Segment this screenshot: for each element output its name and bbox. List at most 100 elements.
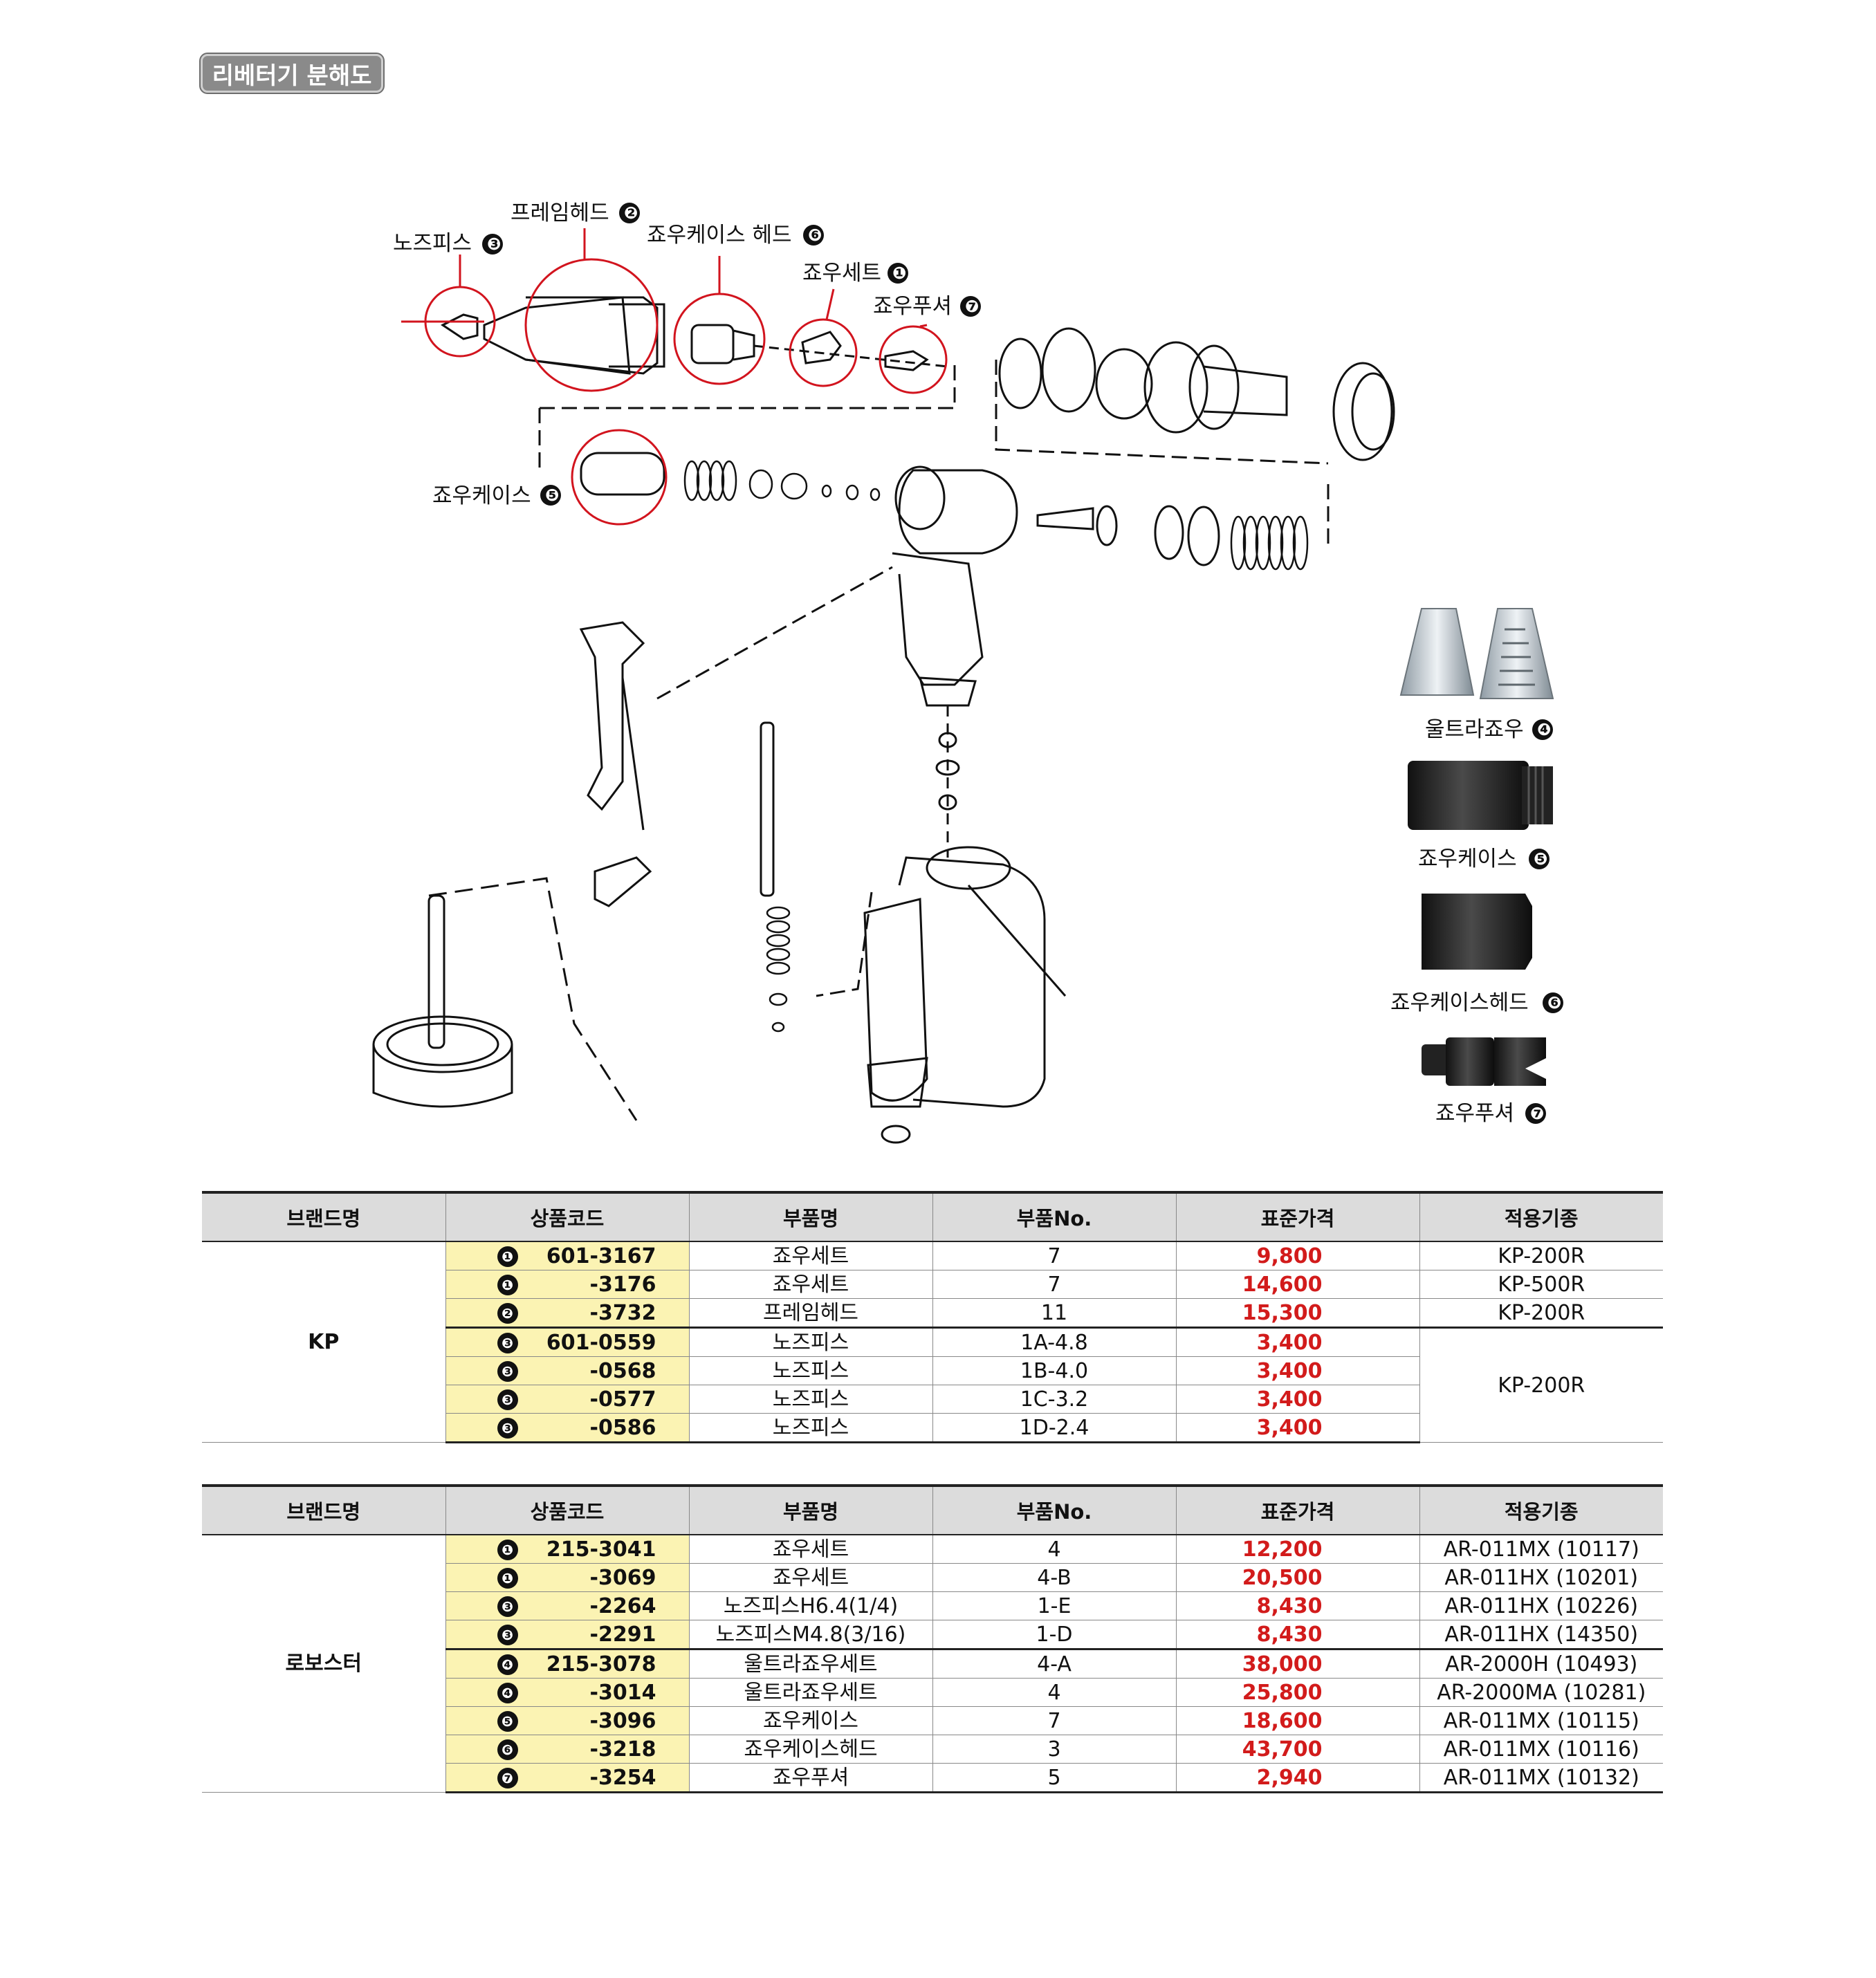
photo-label-jaw-case-head: 죠우케이스헤드 — [1390, 990, 1529, 1015]
header-part-name: 부품명 — [688, 1191, 933, 1242]
header-part-no: 부품No. — [932, 1484, 1177, 1535]
part-cell: 죠우세트 — [688, 1270, 933, 1299]
header-code: 상품코드 — [445, 1191, 690, 1242]
page-title: 리베터기 분해도 — [201, 54, 383, 93]
photo-marker-5-icon: ❺ — [1534, 849, 1547, 869]
part-cell: 프레임헤드 — [688, 1298, 933, 1328]
price-cell: 14,600 — [1175, 1270, 1420, 1299]
model-cell: AR-2000MA (10281) — [1419, 1678, 1663, 1707]
marker-icon: ❸ — [497, 1360, 518, 1382]
exploded-view-diagram: 노즈피스 ❸ 프레임헤드 ❷ 죠우케이스 헤드 ❻ 죠우세트 ❶ 죠우푸셔 ❼ … — [372, 201, 1563, 1144]
marker-6-icon: ❻ — [808, 225, 822, 245]
marker-icon: ❶ — [497, 1246, 518, 1267]
table-row: ❹-3014 울트라죠우세트 4 25,800 AR-2000MA (10281… — [202, 1678, 1663, 1707]
table-header-row: 브랜드명 상품코드 부품명 부품No. 표준가격 적용기종 — [202, 1484, 1663, 1535]
price-cell: 2,940 — [1175, 1763, 1420, 1793]
marker-3-icon: ❸ — [487, 234, 501, 254]
model-cell: AR-011MX (10116) — [1419, 1735, 1663, 1764]
part-cell: 노즈피스 — [688, 1385, 933, 1414]
marker-icon: ❺ — [497, 1710, 518, 1732]
marker-icon: ❸ — [497, 1417, 518, 1439]
part-cell: 노즈피스 — [688, 1327, 933, 1357]
marker-icon: ❹ — [497, 1682, 518, 1703]
model-cell: AR-011MX (10132) — [1419, 1763, 1663, 1793]
header-code: 상품코드 — [445, 1484, 690, 1535]
photo-marker-7-icon: ❼ — [1530, 1104, 1544, 1123]
header-brand: 브랜드명 — [202, 1191, 446, 1242]
header-model: 적용기종 — [1419, 1484, 1663, 1535]
part-no-cell: 1B-4.0 — [932, 1356, 1177, 1385]
header-part-name: 부품명 — [688, 1484, 933, 1535]
photo-label-jaw-pusher: 죠우푸셔 — [1435, 1101, 1514, 1126]
part-no-cell: 3 — [932, 1735, 1177, 1764]
table-header-row: 브랜드명 상품코드 부품명 부품No. 표준가격 적용기종 — [202, 1191, 1663, 1242]
price-cell: 12,200 — [1175, 1534, 1420, 1564]
photo-ultra-jaw — [1399, 608, 1554, 699]
marker-icon: ❸ — [497, 1624, 518, 1645]
model-cell: KP-500R — [1419, 1270, 1663, 1299]
part-cell: 죠우세트 — [688, 1563, 933, 1592]
photo-marker-4-icon: ❹ — [1537, 720, 1551, 739]
table-row: ❶-3069 죠우세트 4-B 20,500 AR-011HX (10201) — [202, 1563, 1663, 1592]
marker-icon: ❻ — [497, 1739, 518, 1760]
code-cell: ❺-3096 — [445, 1706, 690, 1735]
part-no-cell: 7 — [932, 1241, 1177, 1270]
part-no-cell: 1D-2.4 — [932, 1413, 1177, 1443]
marker-7-icon: ❼ — [965, 297, 979, 316]
code-cell: ❶-3069 — [445, 1563, 690, 1592]
price-cell: 3,400 — [1175, 1356, 1420, 1385]
code-cell: ❸-0577 — [445, 1385, 690, 1414]
photo-jaw-case-head — [1422, 894, 1532, 970]
marker-icon: ❶ — [497, 1567, 518, 1589]
label-jaw-case: 죠우케이스 — [432, 483, 531, 508]
marker-2-icon: ❷ — [624, 203, 638, 223]
marker-icon: ❸ — [497, 1389, 518, 1410]
marker-icon: ❸ — [497, 1332, 518, 1353]
price-cell: 25,800 — [1175, 1678, 1420, 1707]
label-frame-head: 프레임헤드 — [511, 201, 609, 225]
marker-icon: ❸ — [497, 1596, 518, 1617]
code-cell: ❸-2264 — [445, 1591, 690, 1620]
part-cell: 노즈피스 — [688, 1356, 933, 1385]
price-cell: 8,430 — [1175, 1591, 1420, 1620]
header-part-no: 부품No. — [932, 1191, 1177, 1242]
part-cell: 죠우세트 — [688, 1241, 933, 1270]
label-jaw-pusher: 죠우푸셔 — [873, 294, 952, 319]
marker-icon: ❶ — [497, 1274, 518, 1295]
part-cell: 죠우케이스헤드 — [688, 1735, 933, 1764]
part-no-cell: 1-D — [932, 1620, 1177, 1649]
part-no-cell: 5 — [932, 1763, 1177, 1793]
price-cell: 43,700 — [1175, 1735, 1420, 1764]
header-price: 표준가격 — [1175, 1191, 1420, 1242]
photo-label-jaw-case: 죠우케이스 — [1418, 847, 1517, 871]
code-cell: ❹-3014 — [445, 1678, 690, 1707]
table-row: ❺-3096 죠우케이스 7 18,600 AR-011MX (10115) — [202, 1706, 1663, 1735]
photo-label-ultra-jaw: 울트라죠우 — [1425, 717, 1524, 742]
price-cell: 18,600 — [1175, 1706, 1420, 1735]
table-row: ❸-0568 노즈피스 1B-4.0 3,400 — [202, 1356, 1663, 1385]
code-cell: ❼-3254 — [445, 1763, 690, 1793]
header-brand: 브랜드명 — [202, 1484, 446, 1535]
table-row: ❶-3176 죠우세트 7 14,600 KP-500R — [202, 1270, 1663, 1299]
code-cell: ❸-0586 — [445, 1413, 690, 1443]
part-no-cell: 4 — [932, 1534, 1177, 1564]
model-cell: AR-011MX (10117) — [1419, 1534, 1663, 1564]
header-price: 표준가격 — [1175, 1484, 1420, 1535]
part-no-cell: 1A-4.8 — [932, 1327, 1177, 1357]
price-cell: 8,430 — [1175, 1620, 1420, 1649]
price-cell: 9,800 — [1175, 1241, 1420, 1270]
photo-jaw-pusher — [1422, 1037, 1546, 1086]
table-row: ❷-3732 프레임헤드 11 15,300 KP-200R — [202, 1298, 1663, 1328]
marker-icon: ❼ — [497, 1767, 518, 1788]
part-cell: 울트라죠우세트 — [688, 1648, 933, 1679]
marker-icon: ❹ — [497, 1654, 518, 1675]
marker-icon: ❶ — [497, 1539, 518, 1560]
part-cell: 노즈피스 — [688, 1413, 933, 1443]
part-no-cell: 1-E — [932, 1591, 1177, 1620]
brand-cell: 로보스터 — [202, 1534, 446, 1793]
part-cell: 노즈피스M4.8(3/16) — [688, 1620, 933, 1649]
